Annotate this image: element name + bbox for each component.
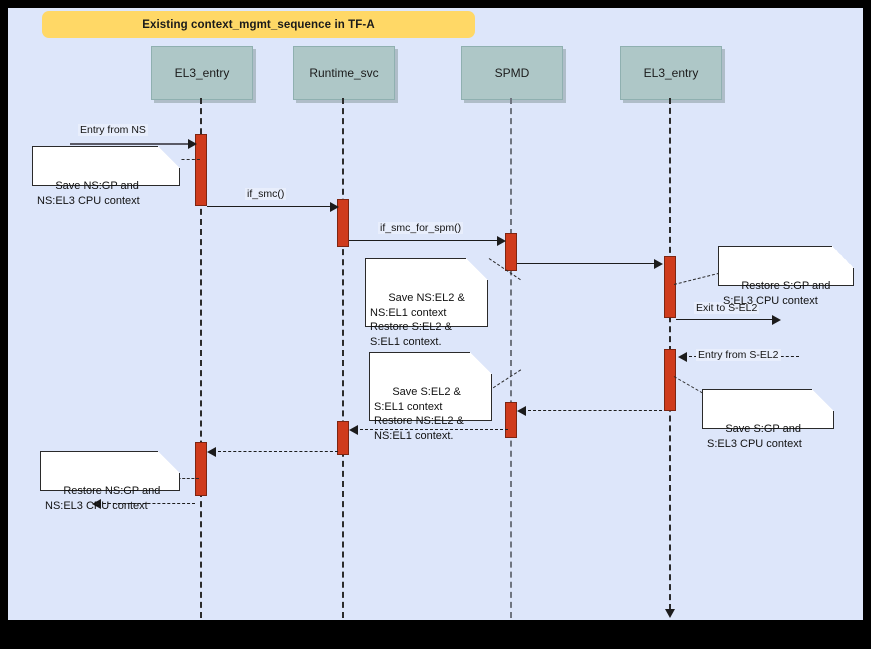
arrowhead-icon — [207, 447, 216, 457]
arrowhead-icon — [349, 425, 358, 435]
note-restore-s-gp: Restore S:GP and S:EL3 CPU context — [718, 246, 854, 307]
message-line-exit-to-s-el2 — [676, 319, 774, 320]
note-save-s-gp: Save S:GP and S:EL3 CPU context — [702, 389, 834, 450]
arrowhead-icon — [188, 139, 197, 149]
message-line-el3-right-to-spmd — [528, 410, 662, 411]
note-text: Save S:GP and S:EL3 CPU context — [707, 423, 802, 450]
note-text: Restore S:GP and S:EL3 CPU context — [723, 280, 831, 307]
arrowhead-icon — [678, 352, 687, 362]
note-connector-line — [166, 159, 200, 160]
lifeline-runtime-svc — [342, 98, 344, 618]
diagram-canvas: Existing context_mgmt_sequence in TF-A E… — [8, 8, 863, 620]
activation-spmd-2 — [505, 402, 517, 438]
note-save-s-el2: Save S:EL2 & S:EL1 context Restore NS:EL… — [369, 352, 492, 442]
arrowhead-icon — [654, 259, 663, 269]
participant-label: EL3_entry — [643, 66, 699, 80]
note-fold-corner-icon — [811, 389, 834, 412]
lifeline-el3-entry-left — [200, 98, 202, 618]
note-save-ns-gp: Save NS:GP and NS:EL3 CPU context — [32, 146, 180, 207]
message-line-el3-left-exit — [103, 503, 195, 504]
note-text: Restore NS:GP and NS:EL3 CPU context — [45, 485, 161, 512]
message-label-entry-from-ns: Entry from NS — [78, 124, 148, 136]
note-fold-corner-icon — [157, 146, 180, 169]
message-line-runtime-svc-to-el3-left — [218, 451, 338, 452]
activation-runtime-svc-1 — [337, 199, 349, 247]
participant-el3-entry-right[interactable]: EL3_entry — [620, 46, 722, 100]
lifeline-spmd — [510, 98, 512, 618]
note-text: Save S:EL2 & S:EL1 context Restore NS:EL… — [374, 386, 464, 442]
note-connector-line — [488, 369, 522, 391]
participant-runtime-svc[interactable]: Runtime_svc — [293, 46, 395, 100]
participant-label: Runtime_svc — [309, 66, 379, 80]
message-line-spmd-to-el3-right — [517, 263, 656, 264]
activation-el3-entry-right-2 — [664, 349, 676, 411]
note-connector-line — [173, 478, 199, 479]
activation-runtime-svc-2 — [337, 421, 349, 455]
diagram-title-banner: Existing context_mgmt_sequence in TF-A — [42, 11, 475, 38]
participant-el3-entry-left[interactable]: EL3_entry — [151, 46, 253, 100]
arrowhead-icon — [772, 315, 781, 325]
activation-el3-entry-left-2 — [195, 442, 207, 496]
lifeline-end-arrow-icon — [665, 609, 675, 618]
activation-el3-entry-right-1 — [664, 256, 676, 318]
message-label-entry-from-s-el2: Entry from S-EL2 — [696, 349, 781, 361]
diagram-title: Existing context_mgmt_sequence in TF-A — [142, 18, 375, 31]
note-text: Save NS:GP and NS:EL3 CPU context — [37, 180, 140, 207]
note-restore-ns-gp: Restore NS:GP and NS:EL3 CPU context — [40, 451, 180, 512]
arrowhead-icon — [517, 406, 526, 416]
message-line-spmd-to-runtime-svc — [360, 429, 508, 430]
note-fold-corner-icon — [831, 246, 854, 269]
note-connector-line — [673, 272, 720, 285]
message-line-if-smc-for-spm — [349, 240, 499, 241]
message-label-exit-to-s-el2: Exit to S-EL2 — [694, 302, 760, 314]
message-label-if-smc: if_smc() — [245, 188, 287, 200]
message-line-if-smc — [207, 206, 332, 207]
arrowhead-icon — [497, 236, 506, 246]
note-fold-corner-icon — [157, 451, 180, 474]
activation-spmd-1 — [505, 233, 517, 271]
message-line-entry-from-ns — [70, 143, 190, 145]
note-save-ns-el2: Save NS:EL2 & NS:EL1 context Restore S:E… — [365, 258, 488, 348]
note-fold-corner-icon — [465, 258, 488, 281]
arrowhead-icon — [330, 202, 339, 212]
activation-el3-entry-left-1 — [195, 134, 207, 206]
participant-label: EL3_entry — [174, 66, 230, 80]
participant-spmd[interactable]: SPMD — [461, 46, 563, 100]
arrowhead-icon — [92, 499, 101, 509]
message-label-if-smc-for-spm: if_smc_for_spm() — [378, 222, 464, 234]
note-fold-corner-icon — [469, 352, 492, 375]
participant-label: SPMD — [494, 66, 530, 80]
note-text: Save NS:EL2 & NS:EL1 context Restore S:E… — [370, 292, 465, 348]
